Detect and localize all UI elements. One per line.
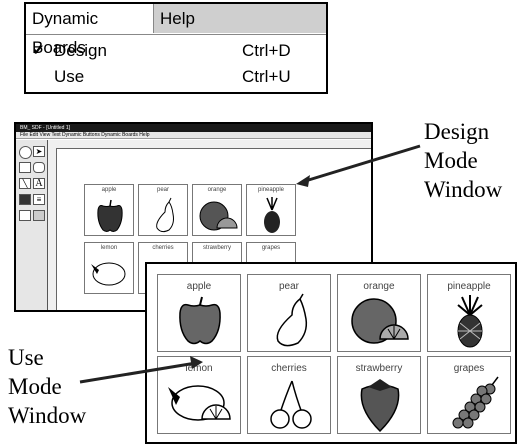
- callout-line: Use: [8, 345, 44, 370]
- design-callout-arrow: [301, 144, 421, 184]
- cell-label: grapes: [453, 363, 485, 374]
- pineapple-icon: [457, 295, 483, 348]
- cell-label: grapes: [261, 245, 281, 251]
- cell-label: pineapple: [447, 281, 491, 292]
- cherries-icon: [270, 380, 312, 429]
- design-cell-pear[interactable]: pear: [138, 184, 188, 236]
- menu-item-shortcut: Ctrl+U: [242, 67, 291, 86]
- vertical-ruler: [48, 148, 57, 310]
- pineapple-icon: [264, 197, 280, 233]
- use-cell-orange[interactable]: orange: [337, 274, 421, 352]
- image-tool-icon[interactable]: [33, 210, 45, 221]
- menu-item-shortcut: Ctrl+D: [242, 41, 291, 60]
- callout-line: Window: [8, 403, 87, 428]
- use-mode-window: apple pear orange pineapple lemon: [145, 262, 517, 444]
- cell-label: cherries: [152, 245, 174, 251]
- apple-icon: [179, 296, 221, 345]
- rotate-tool-icon[interactable]: [19, 146, 32, 159]
- dynamic-boards-menu: Dynamic Boards Help ✔ Design Ctrl+D Use …: [24, 2, 328, 94]
- callout-line: Design: [424, 119, 490, 144]
- use-cell-apple[interactable]: apple: [157, 274, 241, 352]
- button-tool-icon[interactable]: [19, 194, 31, 205]
- checkmark-icon: ✔: [32, 42, 45, 59]
- lines-tool-icon[interactable]: ≡: [33, 194, 45, 205]
- use-callout-arrowhead: [190, 356, 203, 369]
- menu-dynamic-boards[interactable]: Dynamic Boards: [26, 4, 154, 57]
- callout-line: Mode: [8, 374, 62, 399]
- callout-line: Mode: [424, 148, 478, 173]
- apple-icon: [97, 199, 123, 232]
- cell-label: strawberry: [355, 363, 403, 374]
- text-tool-icon[interactable]: A: [33, 178, 45, 189]
- use-cell-lemon[interactable]: lemon: [157, 356, 241, 434]
- design-cell-apple[interactable]: apple: [84, 184, 134, 236]
- pear-icon: [156, 197, 174, 233]
- design-cell-lemon[interactable]: lemon: [84, 242, 134, 294]
- orange-icon: [199, 201, 238, 231]
- strawberry-icon: [360, 379, 400, 433]
- orange-icon: [351, 298, 409, 344]
- use-callout-arrow: [79, 361, 197, 384]
- menu-item-label: Use: [54, 67, 85, 86]
- menu-help[interactable]: Help: [154, 4, 326, 33]
- menu-item-use[interactable]: Use Ctrl+U: [26, 64, 326, 90]
- cell-label: strawberry: [202, 245, 231, 251]
- use-cell-cherries[interactable]: cherries: [247, 356, 331, 434]
- use-cell-strawberry[interactable]: strawberry: [337, 356, 421, 434]
- use-cell-grapes[interactable]: grapes: [427, 356, 511, 434]
- design-mode-callout: Design Mode Window: [424, 117, 502, 204]
- horizontal-ruler: [48, 140, 371, 149]
- cell-label: lemon: [185, 363, 213, 374]
- lemon-icon: [91, 262, 126, 286]
- design-cell-orange[interactable]: orange: [192, 184, 242, 236]
- cell-label: cherries: [271, 363, 307, 374]
- frame-tool-icon[interactable]: [19, 210, 31, 221]
- cell-label: orange: [363, 281, 395, 292]
- pointer-tool-icon[interactable]: ➤: [33, 146, 45, 157]
- rounded-rect-tool-icon[interactable]: [33, 162, 45, 173]
- grid-tool-icon[interactable]: [19, 162, 31, 173]
- cell-label: pear: [156, 187, 169, 193]
- grapes-icon: [452, 376, 499, 429]
- menu-item-label: Design: [54, 41, 107, 60]
- use-cell-pear[interactable]: pear: [247, 274, 331, 352]
- use-mode-callout: Use Mode Window: [8, 343, 86, 430]
- design-callout-arrowhead: [296, 175, 310, 187]
- design-cell-pineapple[interactable]: pineapple: [246, 184, 296, 236]
- cell-label: apple: [101, 187, 117, 193]
- cell-label: lemon: [100, 245, 118, 251]
- cell-label: pear: [278, 281, 299, 292]
- design-window-title: BM_ SDF - [Untitled 1]: [16, 124, 371, 132]
- cell-label: pineapple: [257, 187, 285, 193]
- menu-item-design[interactable]: ✔ Design Ctrl+D: [26, 38, 326, 64]
- pear-icon: [276, 293, 308, 347]
- lemon-icon: [168, 385, 231, 421]
- design-window-menubar[interactable]: File Edit View Text Dynamic Buttons Dyna…: [16, 132, 371, 139]
- line-tool-icon[interactable]: ╲: [19, 178, 31, 189]
- cell-label: orange: [207, 187, 227, 193]
- menu-bar: Dynamic Boards Help: [26, 4, 326, 57]
- callout-line: Window: [424, 177, 503, 202]
- tool-palette: ➤ ╲ A ≡: [16, 140, 48, 310]
- cell-label: apple: [186, 281, 212, 292]
- use-cell-pineapple[interactable]: pineapple: [427, 274, 511, 352]
